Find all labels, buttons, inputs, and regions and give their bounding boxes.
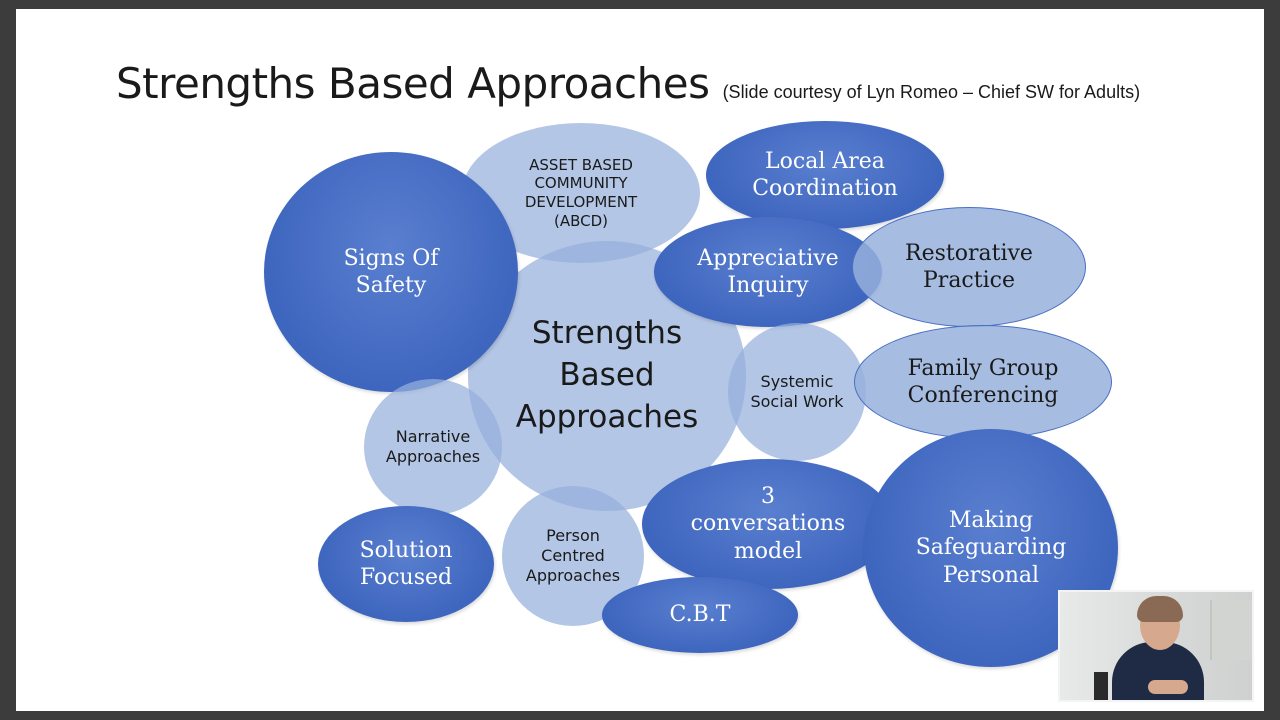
bubble-family-group-conferencing: Family Group Conferencing — [854, 325, 1112, 439]
slide-title: Strengths Based Approaches (Slide courte… — [116, 59, 1140, 108]
bubble-signs-label: Signs Of Safety — [343, 245, 439, 299]
bubble-making-safeguarding-personal: Making Safeguarding Personal — [864, 429, 1118, 667]
bubble-solution-focused: Solution Focused — [318, 506, 494, 622]
bubble-abcd-label: ASSET BASED COMMUNITY DEVELOPMENT (ABCD) — [524, 155, 638, 230]
bubble-center-label: Strengths Based Approaches — [515, 315, 699, 435]
bubble-3conv-label: 3 conversations model — [690, 483, 846, 564]
bubble-family-label: Family Group Conferencing — [907, 355, 1059, 409]
bubble-person-label: Person Centred Approaches — [525, 526, 621, 585]
bubble-narrative-approaches: Narrative Approaches — [364, 379, 502, 515]
bubble-signs-of-safety: Signs Of Safety — [264, 152, 518, 392]
slide-credit: (Slide courtesy of Lyn Romeo – Chief SW … — [722, 82, 1141, 102]
webcam-presenter-hair — [1137, 596, 1183, 622]
bubble-restorative-practice: Restorative Practice — [852, 207, 1086, 327]
bubble-cbt-label: C.B.T — [669, 602, 731, 628]
title-text: Strengths Based Approaches — [116, 59, 710, 108]
webcam-chair — [1094, 672, 1108, 700]
bubble-systemic-label: Systemic Social Work — [750, 372, 844, 411]
bubble-local-area-label: Local Area Coordination — [752, 148, 898, 202]
bubble-cbt: C.B.T — [602, 577, 798, 653]
bubble-appreciative-inquiry: Appreciative Inquiry — [654, 217, 882, 327]
bubble-narrative-label: Narrative Approaches — [385, 427, 481, 466]
webcam-shelf — [1210, 600, 1252, 660]
bubble-restorative-label: Restorative Practice — [905, 240, 1033, 294]
bubble-local-area-coordination: Local Area Coordination — [706, 121, 944, 229]
bubble-3-conversations-model: 3 conversations model — [642, 459, 894, 589]
bubble-appreciative-label: Appreciative Inquiry — [697, 245, 839, 299]
bubble-making-label: Making Safeguarding Personal — [915, 507, 1067, 588]
slide: Strengths Based Approaches (Slide courte… — [16, 9, 1264, 711]
bubble-systemic-social-work: Systemic Social Work — [728, 323, 866, 461]
webcam-presenter-hands — [1148, 680, 1188, 694]
bubble-solution-label: Solution Focused — [359, 537, 453, 591]
presenter-webcam-overlay — [1058, 590, 1254, 702]
